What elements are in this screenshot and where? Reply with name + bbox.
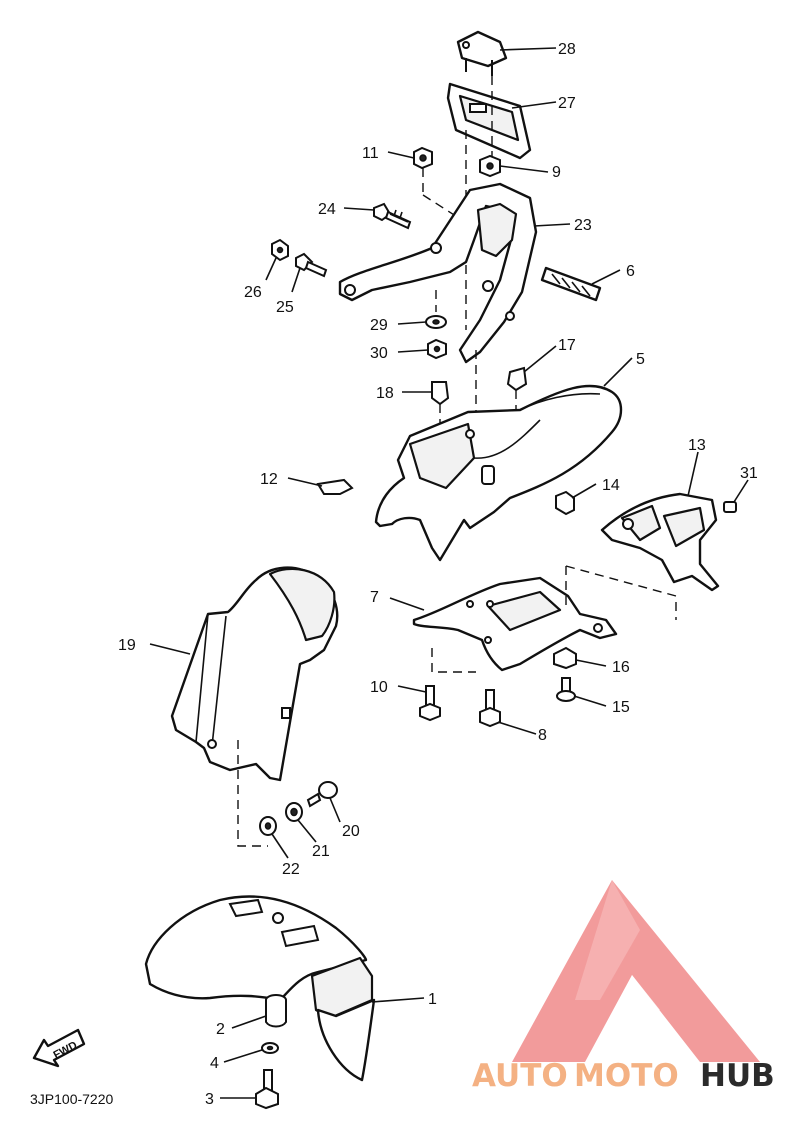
watermark-logo bbox=[512, 880, 760, 1062]
callout-7: 7 bbox=[370, 589, 379, 606]
part-31-cap bbox=[723, 501, 737, 513]
callout-1: 1 bbox=[428, 991, 437, 1008]
part-21-washer bbox=[285, 802, 303, 822]
callout-26: 26 bbox=[244, 284, 262, 301]
dash-line-19 bbox=[237, 740, 268, 847]
watermark-text: AUTO MOTO HUB bbox=[472, 1058, 775, 1094]
callout-21: 21 bbox=[312, 843, 330, 860]
callout-29: 29 bbox=[370, 317, 388, 334]
part-15-bolt bbox=[556, 677, 576, 702]
callout-15: 15 bbox=[612, 699, 630, 716]
callout-12: 12 bbox=[260, 471, 278, 488]
leader-lines bbox=[149, 47, 749, 1099]
callout-27: 27 bbox=[558, 95, 576, 112]
part-16-nut bbox=[553, 646, 577, 670]
part-27-pad bbox=[446, 82, 532, 160]
diagram-code: 3JP100-7220 bbox=[30, 1091, 114, 1107]
part-11-nut bbox=[413, 146, 433, 170]
callout-31: 31 bbox=[740, 465, 758, 482]
part-7-flap bbox=[412, 576, 618, 672]
callout-22: 22 bbox=[282, 861, 300, 878]
part-19-inner-fender bbox=[170, 566, 339, 782]
part-24-bolt bbox=[373, 202, 412, 230]
callout-14: 14 bbox=[602, 477, 620, 494]
part-29-washer bbox=[425, 315, 447, 329]
callout-30: 30 bbox=[370, 345, 388, 362]
part-4-washer bbox=[261, 1042, 279, 1054]
part-30-nut bbox=[427, 338, 447, 360]
part-28-bracket bbox=[456, 30, 508, 76]
callout-4: 4 bbox=[210, 1055, 219, 1072]
watermark-auto: AUTO bbox=[472, 1058, 568, 1094]
callout-13: 13 bbox=[688, 437, 706, 454]
watermark-moto: MOTO bbox=[574, 1058, 679, 1094]
callout-2: 2 bbox=[216, 1021, 225, 1038]
part-6-plate bbox=[540, 266, 602, 302]
callout-23: 23 bbox=[574, 217, 592, 234]
part-10-bolt bbox=[419, 685, 441, 722]
part-23-grab-rail bbox=[338, 182, 538, 364]
callout-8: 8 bbox=[538, 727, 547, 744]
callout-10: 10 bbox=[370, 679, 388, 696]
part-26-nut bbox=[271, 238, 289, 262]
fwd-arrow-icon: FWD bbox=[32, 1028, 86, 1068]
callout-6: 6 bbox=[626, 263, 635, 280]
part-1-front-fender bbox=[144, 895, 376, 1082]
dash-lines-7 bbox=[431, 565, 677, 673]
part-20-bolt bbox=[306, 781, 338, 808]
part-2-spacer bbox=[265, 994, 287, 1028]
callout-3: 3 bbox=[205, 1091, 214, 1108]
callout-19: 19 bbox=[118, 637, 136, 654]
watermark-triangle-icon bbox=[512, 880, 760, 1062]
callout-5: 5 bbox=[636, 351, 645, 368]
part-17-clip bbox=[506, 366, 528, 392]
callout-16: 16 bbox=[612, 659, 630, 676]
part-3-bolt bbox=[255, 1069, 279, 1110]
part-18-clip bbox=[431, 381, 450, 406]
part-12-clip bbox=[316, 478, 354, 495]
callout-18: 18 bbox=[376, 385, 394, 402]
watermark-hub: HUB bbox=[700, 1058, 775, 1094]
callout-labels: 28 27 11 9 24 23 26 25 6 29 30 17 5 18 1… bbox=[118, 41, 758, 1108]
callout-17: 17 bbox=[558, 337, 576, 354]
part-22-washer bbox=[259, 816, 277, 836]
part-25-bolt bbox=[295, 252, 328, 278]
callout-24: 24 bbox=[318, 201, 336, 218]
part-14-nut bbox=[555, 490, 575, 516]
callout-28: 28 bbox=[558, 41, 576, 58]
callout-9: 9 bbox=[552, 164, 561, 181]
part-5-rear-fender bbox=[374, 384, 623, 562]
callout-20: 20 bbox=[342, 823, 360, 840]
callout-11: 11 bbox=[362, 145, 379, 162]
part-9-nut bbox=[479, 154, 501, 178]
part-13-tail-bracket bbox=[600, 492, 720, 592]
part-8-bolt bbox=[479, 689, 501, 728]
callout-25: 25 bbox=[276, 299, 294, 316]
